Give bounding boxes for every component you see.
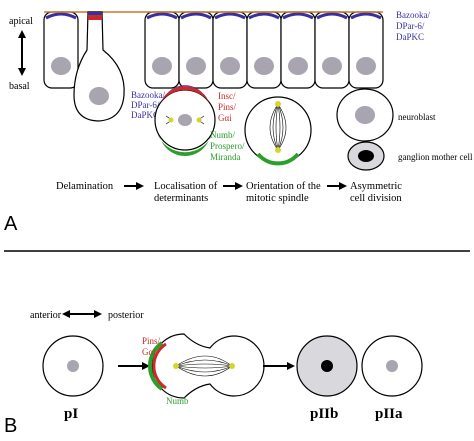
- delaminating-polarity-label: Bazooka/ DPar-6/ DaPKC: [131, 90, 165, 120]
- epithelial-cell: [280, 11, 316, 89]
- nucleus: [254, 57, 274, 75]
- posterior-label: posterior: [108, 310, 144, 321]
- epithelial-cell: [43, 11, 79, 89]
- nucleus: [220, 57, 240, 75]
- basal-label: basal: [9, 81, 30, 92]
- nucleus: [178, 114, 192, 126]
- apical-basal-axis: apical basal: [9, 16, 33, 92]
- panel-b: anterior posterior pI: [4, 310, 423, 437]
- step-spindle: Orientation of the: [246, 181, 321, 192]
- delaminating-neuroblast: [73, 11, 145, 122]
- gmc-cell: [347, 141, 385, 171]
- svg-text:Prospero/: Prospero/: [210, 141, 245, 151]
- svg-text:Gαi: Gαi: [142, 347, 156, 357]
- svg-text:Gαi: Gαi: [218, 113, 232, 123]
- epithelial-cell: [348, 11, 384, 89]
- nucleus: [355, 106, 375, 124]
- apical-complex-label: Insc/ Pins/ Gαi: [218, 91, 237, 123]
- pIIa-label: pIIa: [375, 406, 403, 422]
- svg-text:DPar-6/: DPar-6/: [396, 21, 425, 31]
- pIIb-cell: [296, 335, 358, 397]
- step-division-line2: cell division: [350, 193, 402, 204]
- gmc-label: ganglion mother cell: [398, 152, 473, 162]
- centrosome: [173, 363, 179, 369]
- pins-label: Pins/ Gαi: [142, 336, 161, 357]
- step-spindle-line2: mitotic spindle: [246, 193, 309, 204]
- nucleus: [67, 360, 79, 372]
- epithelial-cell: [144, 11, 180, 89]
- nucleus: [356, 57, 376, 75]
- centrosome: [275, 147, 281, 153]
- mitotic-spindle: [175, 355, 233, 377]
- nucleus: [288, 57, 308, 75]
- svg-text:DaPKC: DaPKC: [131, 110, 159, 120]
- nucleus: [51, 57, 71, 75]
- spindle-cell: [244, 96, 312, 166]
- anterior-posterior-axis: anterior posterior: [30, 310, 144, 321]
- centrosome: [229, 363, 235, 369]
- svg-text:Bazooka/: Bazooka/: [131, 90, 165, 100]
- epithelium-polarity-label: Bazooka/ DPar-6/ DaPKC: [396, 10, 430, 42]
- epithelium: [43, 11, 384, 122]
- step-delamination: Delamination: [56, 181, 114, 192]
- epithelial-cell: [314, 11, 350, 89]
- neuroblast-cell: [336, 88, 394, 142]
- epithelial-cell: [246, 11, 282, 89]
- svg-text:Insc/: Insc/: [218, 91, 236, 101]
- step-division: Asymmetric: [350, 181, 402, 192]
- panel-a: apical basal: [4, 10, 473, 235]
- nucleus: [89, 87, 109, 105]
- anterior-label: anterior: [30, 310, 62, 321]
- nucleus: [358, 150, 374, 162]
- epithelial-cell: [178, 11, 214, 89]
- numb-label: Numb: [166, 396, 189, 406]
- panel-a-label: A: [4, 213, 18, 235]
- mitotic-spindle: [269, 103, 287, 151]
- epithelial-cell: [212, 11, 248, 89]
- svg-text:Pins/: Pins/: [218, 102, 237, 112]
- dividing-pI-cell: [148, 333, 265, 399]
- neuroblast-label: neuroblast: [398, 112, 436, 122]
- nucleus: [386, 360, 398, 372]
- nucleus: [322, 57, 342, 75]
- centrosome: [275, 101, 281, 107]
- pIIa-cell: [361, 335, 423, 397]
- basal-complex-label: Numb/ Prospero/ Miranda: [210, 130, 245, 162]
- svg-text:DaPKC: DaPKC: [396, 32, 424, 42]
- step-localisation: Localisation of: [154, 181, 218, 192]
- step-localisation-line2: determinants: [154, 193, 208, 204]
- pI-label: pI: [64, 406, 78, 422]
- process-steps: Delamination Localisation of determinant…: [56, 181, 402, 204]
- svg-text:Pins/: Pins/: [142, 336, 161, 346]
- nucleus: [321, 360, 333, 372]
- panel-b-label: B: [4, 415, 17, 437]
- nucleus: [186, 57, 206, 75]
- apical-label: apical: [9, 16, 33, 27]
- svg-text:Miranda: Miranda: [210, 152, 241, 162]
- svg-text:Bazooka/: Bazooka/: [396, 10, 430, 20]
- centrosome: [165, 115, 174, 125]
- pI-cell: [42, 335, 104, 397]
- centrosome: [196, 115, 205, 125]
- svg-text:Numb/: Numb/: [210, 130, 236, 140]
- pIIb-label: pIIb: [310, 406, 338, 422]
- svg-text:DPar-6/: DPar-6/: [131, 100, 160, 110]
- localisation-cell: [154, 85, 216, 156]
- nucleus: [152, 57, 172, 75]
